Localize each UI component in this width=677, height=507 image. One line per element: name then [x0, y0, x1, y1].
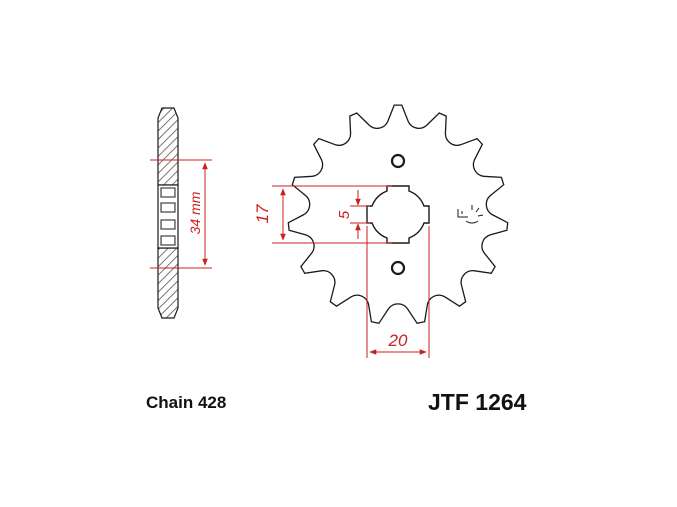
chain-size-label: Chain 428: [146, 393, 227, 412]
part-number-label: JTF 1264: [428, 389, 527, 415]
side-view-upper-tooth: [157, 107, 179, 186]
dimension-spline-major: [272, 185, 392, 244]
side-view-hub-slots: [160, 187, 176, 246]
side-height-label: 34 mm: [187, 191, 203, 234]
side-view-lower-tooth: [157, 247, 179, 319]
upper-bolt-hole: [390, 153, 406, 169]
dimension-bolt-spacing: [366, 226, 430, 358]
sprocket-side-view: [157, 107, 179, 319]
spline-minor-label: 5: [336, 210, 353, 219]
dimension-spline-minor: [350, 190, 370, 239]
dimension-side-height: [150, 159, 212, 269]
spline-major-label: 17: [253, 204, 272, 223]
bolt-spacing-label: 20: [388, 331, 408, 350]
splined-center-bore: [366, 185, 430, 244]
lower-bolt-hole: [390, 260, 406, 276]
rotation-symbol-icon: [457, 205, 484, 224]
side-view-hub: [157, 184, 179, 249]
